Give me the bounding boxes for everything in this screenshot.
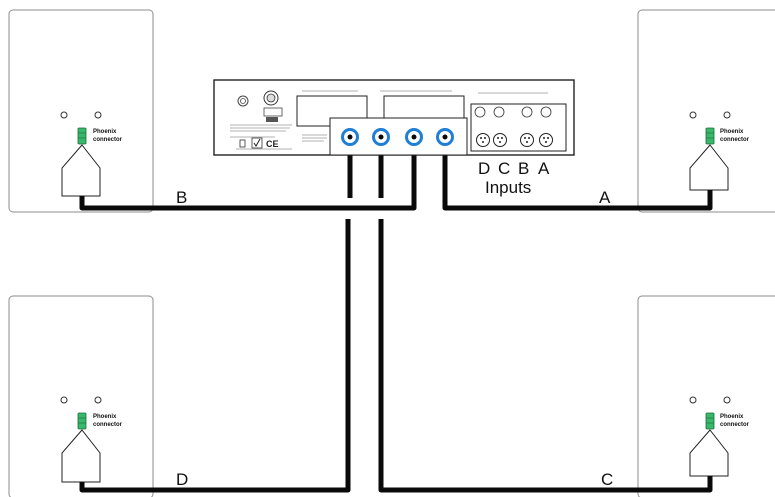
phoenix-label-top-left: Phoenix [93,129,117,135]
ce-mark: CE [266,139,279,149]
input-letter-b: B [518,159,529,178]
cable-b [79,140,417,211]
cable-label-a: A [599,188,611,207]
cable-a [442,140,713,211]
speaker-bottom-left [8,295,154,497]
speakon-output-d-icon [341,128,359,146]
phoenix-label-top-right: Phoenix [720,129,744,135]
phoenix-label-bottom-left-2: connector [93,422,123,428]
phoenix-label-bottom-left: Phoenix [93,414,117,420]
amplifier-rear-panel: CE ffa [213,79,575,156]
mounting-holes [60,111,731,404]
cable-d-lower [79,219,351,493]
cable-label-d: D [176,470,188,489]
phoenix-label-bottom-right: Phoenix [720,414,744,420]
speaker-top-right [637,9,775,213]
speaker-bottom-right [637,295,775,497]
speaker-top-left [8,9,154,213]
speaker-cables [79,140,713,493]
input-letter-a: A [538,159,550,178]
phoenix-label-bottom-right-2: connector [720,422,750,428]
cable-label-c: C [601,470,613,489]
speakon-output-a-icon [436,128,454,146]
speakon-output-b-icon [405,128,423,146]
inputs-label: Inputs [485,178,531,197]
input-letter-d: D [478,159,490,178]
speakon-outputs [341,128,454,146]
cable-label-b: B [176,188,187,207]
phoenix-label-top-right-2: connector [720,137,750,143]
phoenix-connector-bottom-right [689,412,729,477]
cable-c-lower [378,219,713,493]
speakon-output-c-icon [372,128,390,146]
phoenix-label-top-left-2: connector [93,137,123,143]
input-letter-c: C [498,159,510,178]
